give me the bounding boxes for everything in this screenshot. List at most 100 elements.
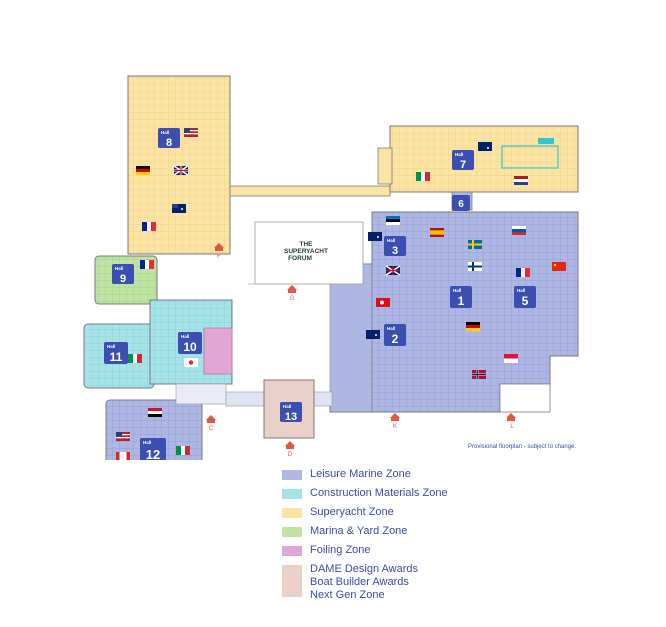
hall-number: 6 — [458, 199, 464, 210]
flag-icon — [148, 408, 162, 417]
zone-foiling — [203, 327, 233, 375]
legend-item-dame: DAME Design Awards Boat Builder Awards N… — [282, 563, 448, 602]
flag-icon — [468, 240, 482, 249]
hall-number: 3 — [392, 245, 398, 257]
hall-label: Hall — [115, 266, 123, 271]
legend-label: DAME Design Awards Boat Builder Awards N… — [310, 563, 419, 601]
flag-icon — [386, 216, 400, 225]
flag-icon — [376, 298, 390, 307]
legend-swatch — [282, 546, 302, 556]
hall-badge-7[interactable]: Hall 7 — [452, 150, 474, 171]
flag-icon — [366, 330, 380, 339]
flag-icon — [466, 322, 480, 331]
legend-item-leisure: Leisure Marine Zone — [282, 468, 448, 481]
hall-badge-8[interactable]: Hall 8 — [158, 128, 180, 149]
forum-line-2: SUPERYACHT — [284, 248, 328, 255]
hall-label: Hall — [387, 326, 395, 331]
entrance-label: F — [217, 254, 221, 260]
flag-icon — [514, 176, 528, 185]
hall-number: 2 — [392, 332, 399, 346]
zone-superyacht-hall-7 — [377, 125, 579, 193]
flag-icon — [184, 358, 198, 367]
hall-badge-13[interactable]: Hall 13 — [280, 402, 302, 423]
forum-line-3: FORUM — [288, 255, 312, 262]
hall-badge-9[interactable]: Hall 9 — [112, 264, 134, 285]
hall-label: Hall — [143, 440, 151, 445]
flag-icon — [128, 354, 142, 363]
hall-badge-6[interactable]: 6 — [452, 195, 470, 211]
legend-label: Marina & Yard Zone — [310, 525, 408, 537]
legend-swatch — [282, 489, 302, 499]
flag-icon — [368, 232, 382, 241]
hall-number: 5 — [522, 294, 529, 308]
hall-number: 12 — [146, 447, 160, 460]
flag-icon — [136, 166, 150, 175]
flag-icon — [478, 142, 492, 151]
flag-icon — [176, 446, 190, 455]
flag-icon — [385, 265, 401, 276]
entrance-k[interactable]: K — [390, 413, 400, 430]
superyacht-forum-area — [248, 221, 364, 399]
flag-icon — [516, 268, 530, 277]
hall-number: 10 — [183, 340, 197, 354]
hall-label: Hall — [455, 152, 463, 157]
hall-badges: Hall 8 Hall 7 6 Hall 3 Hall 9 Hall 1 — [104, 128, 536, 460]
hall-label: Hall — [453, 288, 461, 293]
entrance-l[interactable]: L — [506, 413, 516, 430]
hall-number: 13 — [285, 411, 297, 423]
entrance-f[interactable]: F — [214, 243, 224, 260]
legend-item-foiling: Foiling Zone — [282, 544, 448, 557]
provisional-note: Provisional floorplan - subject to chang… — [468, 444, 577, 450]
entrance-label: K — [393, 424, 397, 430]
flag-icon — [116, 432, 130, 441]
flag-icon — [116, 452, 130, 460]
flag-icon — [552, 262, 566, 271]
hall-badge-2[interactable]: Hall 2 — [384, 324, 406, 346]
entrance-label: L — [510, 424, 514, 430]
hall-number: 8 — [166, 137, 172, 149]
legend-item-construction: Construction Materials Zone — [282, 487, 448, 500]
hall-badge-11[interactable]: Hall 11 — [104, 342, 128, 364]
hall-label: Hall — [283, 404, 291, 409]
hall-badge-12[interactable]: Hall 12 — [140, 438, 166, 460]
hall-number: 1 — [458, 294, 465, 308]
flag-icon — [416, 172, 430, 181]
legend-swatch — [282, 527, 302, 537]
corridors — [175, 383, 333, 407]
flag-icon — [512, 226, 526, 235]
hall-number: 11 — [110, 350, 123, 364]
hall-badge-5[interactable]: Hall 5 — [514, 286, 536, 308]
entrance-c[interactable]: C — [206, 415, 216, 432]
hall-label: Hall — [161, 130, 169, 135]
flag-icon — [472, 370, 486, 379]
legend-swatch — [282, 508, 302, 518]
flag-icon — [140, 260, 154, 269]
entrance-label: C — [209, 426, 214, 432]
hall-badge-10[interactable]: Hall 10 — [178, 332, 202, 354]
hall-badge-1[interactable]: Hall 1 — [450, 286, 472, 308]
entrance-label: G — [290, 296, 295, 302]
flag-icon — [173, 165, 189, 176]
legend-label: Foiling Zone — [310, 544, 371, 556]
legend-swatch — [282, 470, 302, 480]
floorplan-map: THE SUPERYACHT FORUM Hall 8 Hall 7 6 Hal… — [83, 75, 579, 460]
flag-icon — [430, 228, 444, 237]
entrances: F G C D K L — [206, 243, 516, 458]
hall-number: 7 — [460, 159, 466, 171]
zone-legend: Leisure Marine Zone Construction Materia… — [282, 468, 448, 608]
legend-item-superyacht: Superyacht Zone — [282, 506, 448, 519]
zone-leisure-hall-12 — [105, 399, 203, 460]
hall-badge-3[interactable]: Hall 3 — [384, 236, 406, 257]
flag-icon — [172, 204, 186, 213]
flag-icon — [184, 128, 198, 137]
flag-icon — [504, 354, 518, 363]
superyacht-forum-label: THE SUPERYACHT FORUM — [284, 241, 328, 262]
hall-label: Hall — [107, 344, 115, 349]
entrance-label: D — [288, 452, 293, 458]
entrance-d[interactable]: D — [285, 441, 295, 458]
legend-swatch — [282, 565, 302, 597]
country-flags — [116, 128, 566, 460]
flag-icon — [468, 262, 482, 271]
legend-label: Construction Materials Zone — [310, 487, 448, 499]
entrance-g[interactable]: G — [287, 285, 297, 302]
